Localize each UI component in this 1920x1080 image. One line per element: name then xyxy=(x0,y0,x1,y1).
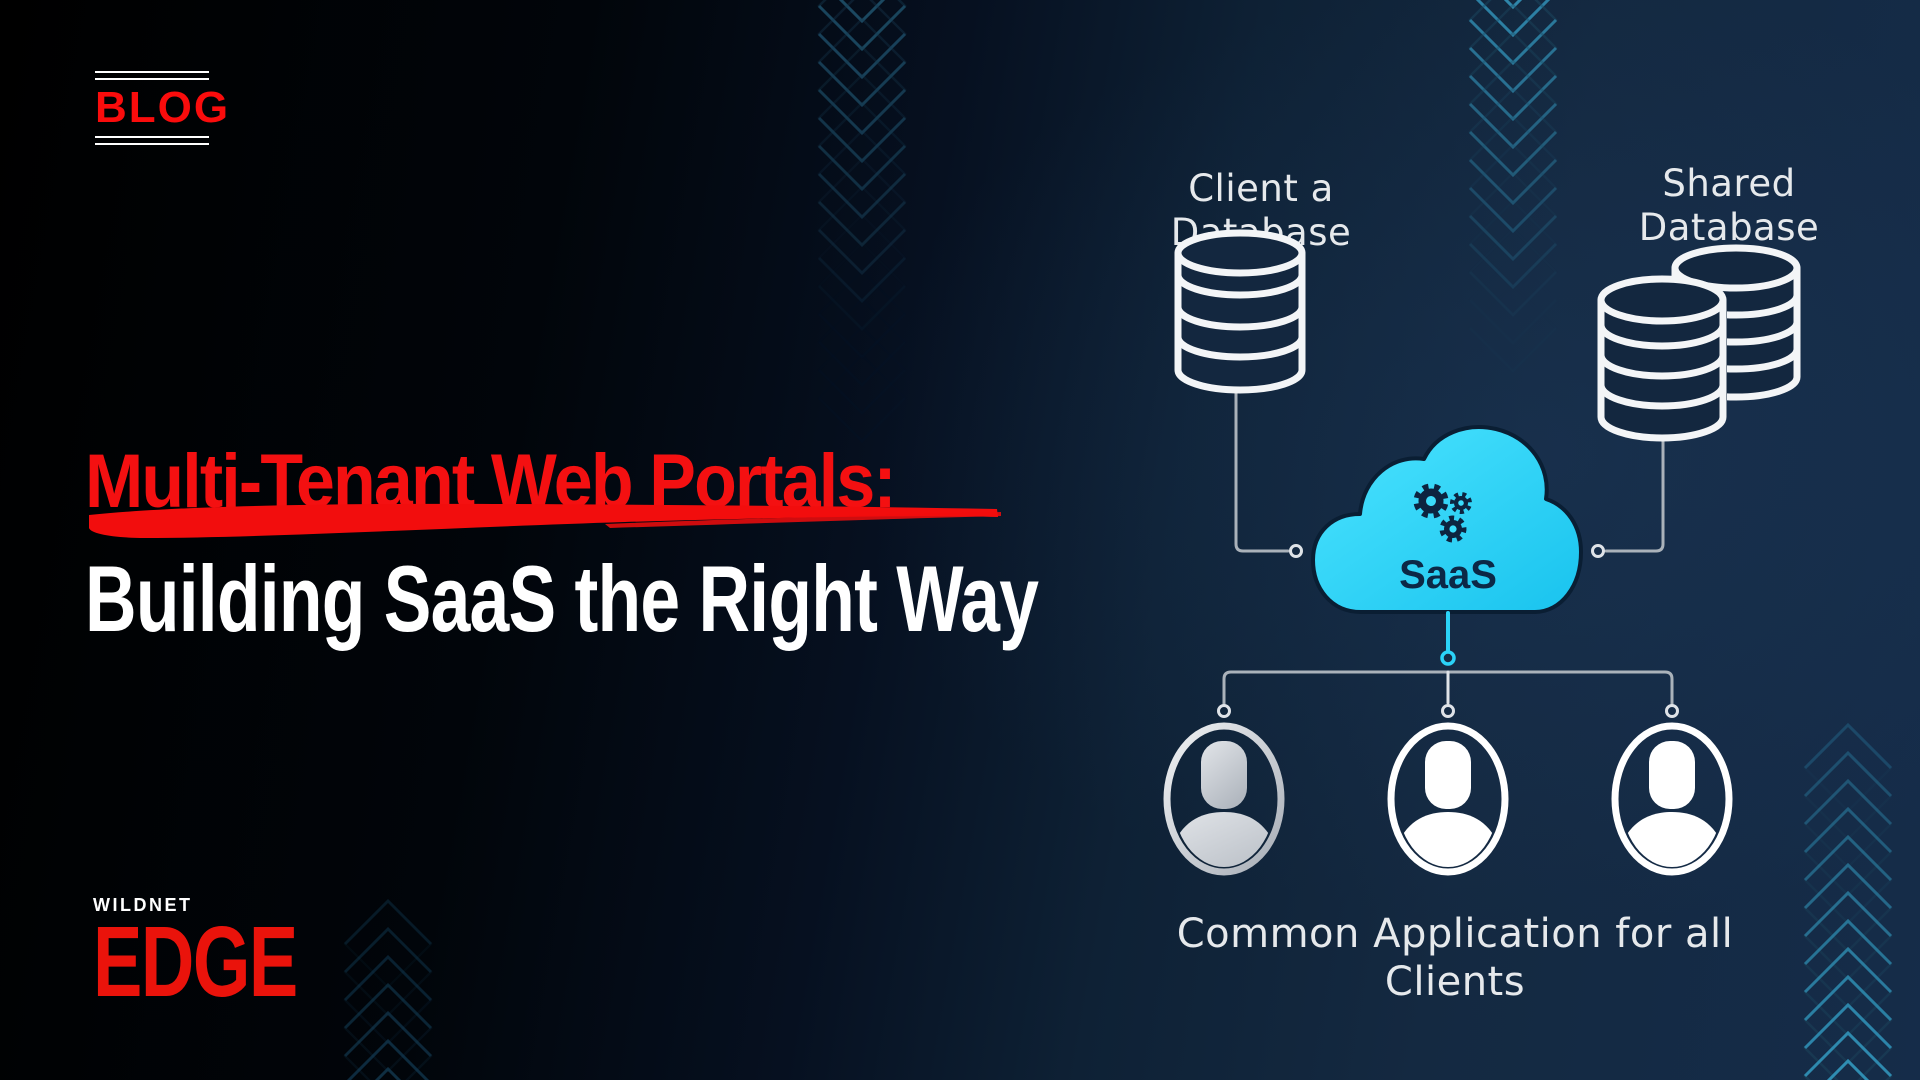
database-icon xyxy=(1174,229,1306,394)
blog-badge: BLOG xyxy=(95,71,231,145)
cloud-icon: SaaS xyxy=(1311,425,1583,614)
database-stack-icon xyxy=(1597,244,1801,442)
wildnet-edge-logo: WILDNET EDGE xyxy=(93,894,368,1018)
badge-rule-top xyxy=(95,71,209,73)
shared-db-connector xyxy=(1591,436,1665,558)
logo-wordmark-main: EDGE xyxy=(93,906,298,1018)
badge-rule-bottom2 xyxy=(95,143,209,145)
cloud-label: SaaS xyxy=(1399,553,1497,597)
shared-database-label: Shared Database xyxy=(1638,162,1820,249)
client-db-connector xyxy=(1234,386,1303,558)
common-application-caption: Common Application for all Clients xyxy=(1176,911,1734,1005)
badge-rule-bottom xyxy=(95,136,209,138)
page-subtitle: Building SaaS the Right Way xyxy=(85,546,1039,651)
user-avatar-icon xyxy=(1611,722,1733,876)
user-avatar-icon xyxy=(1163,722,1285,876)
cloud-branch-connector xyxy=(1217,611,1679,718)
underline-brush-stroke xyxy=(89,503,1001,538)
badge-label: BLOG xyxy=(95,83,231,132)
user-avatar-icon xyxy=(1387,722,1509,876)
badge-rule-top2 xyxy=(95,78,209,80)
logo-wordmark-top: WILDNET xyxy=(93,895,193,915)
